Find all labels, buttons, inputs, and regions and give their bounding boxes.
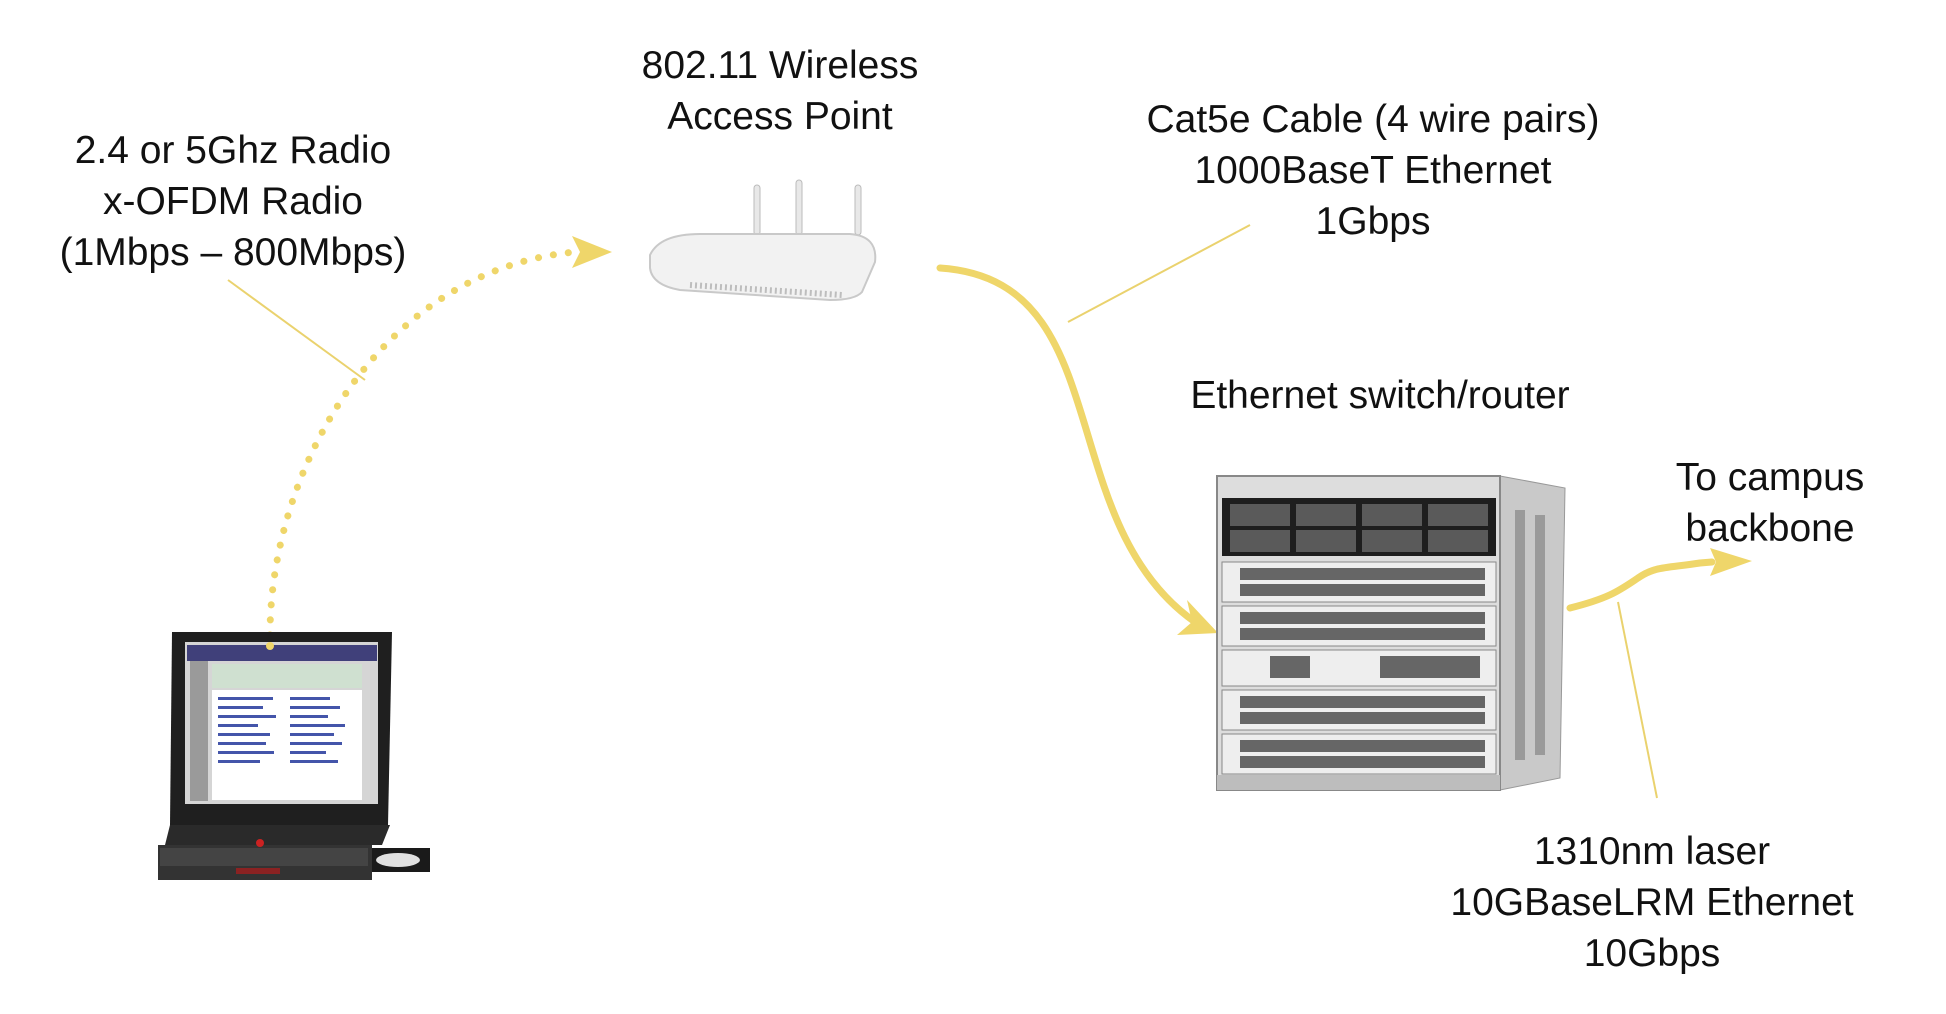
radio-leader-line <box>227 279 366 381</box>
radio-label: 2.4 or 5Ghz Radio x-OFDM Radio (1Mbps – … <box>38 125 428 278</box>
laptop-icon <box>158 632 430 880</box>
laser-label: 1310nm laser 10GBaseLRM Ethernet 10Gbps <box>1412 826 1892 979</box>
switch-label-line-1: Ethernet switch/router <box>1190 374 1570 417</box>
access-point-label-line-2: Access Point <box>667 95 893 138</box>
radio-label-line-3: (1Mbps – 800Mbps) <box>59 231 407 274</box>
backbone-fiber-link <box>1566 558 1716 612</box>
access-point-label: 802.11 Wireless Access Point <box>590 40 970 142</box>
cable-label-line-1: Cat5e Cable (4 wire pairs) <box>1146 98 1600 141</box>
campus-label-line-1: To campus <box>1675 456 1865 499</box>
cable-label-line-2: 1000BaseT Ethernet <box>1194 149 1552 192</box>
backbone-fiber-arrowhead <box>1710 548 1752 576</box>
laser-leader-line <box>1617 601 1658 799</box>
switch-label: Ethernet switch/router <box>1150 370 1610 421</box>
wireless-link <box>266 248 579 639</box>
laser-label-line-2: 10GBaseLRM Ethernet <box>1450 881 1854 924</box>
cable-label-line-3: 1Gbps <box>1315 200 1431 243</box>
laser-label-line-3: 10Gbps <box>1583 932 1721 975</box>
campus-backbone-label: To campus backbone <box>1630 452 1910 554</box>
cable-leader-line <box>1067 224 1251 323</box>
wireless-link-arrowhead <box>572 236 612 268</box>
wireless-access-point-icon <box>649 179 877 302</box>
radio-label-line-2: x-OFDM Radio <box>102 180 364 223</box>
cable-label: Cat5e Cable (4 wire pairs) 1000BaseT Eth… <box>1098 94 1648 247</box>
ethernet-switch-router-icon <box>1216 475 1566 791</box>
campus-label-line-2: backbone <box>1685 507 1855 550</box>
cat5e-cable-arrowhead <box>1177 600 1218 635</box>
cat5e-cable-link <box>936 264 1199 626</box>
radio-label-line-1: 2.4 or 5Ghz Radio <box>74 129 392 172</box>
laser-label-line-1: 1310nm laser <box>1533 830 1771 873</box>
access-point-label-line-1: 802.11 Wireless <box>641 44 919 87</box>
